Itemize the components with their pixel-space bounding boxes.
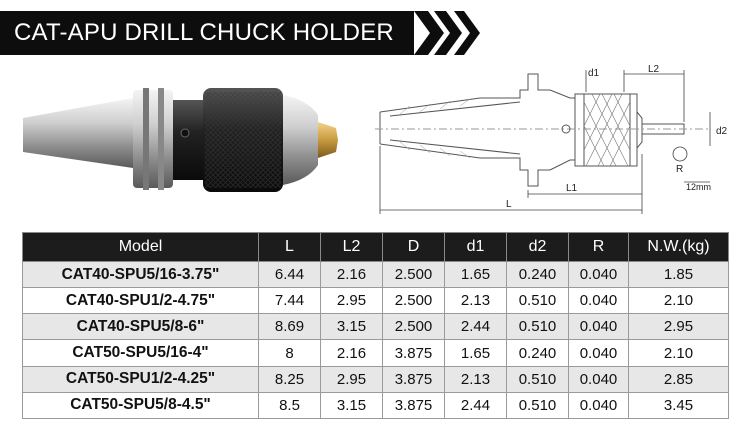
dim-label-12mm: 12mm [686, 182, 711, 192]
cell-l: 6.44 [258, 260, 321, 289]
cell-d2: 0.240 [506, 339, 569, 367]
cell-d2: 0.240 [506, 260, 569, 289]
cell-d2: 0.510 [506, 391, 569, 420]
table-row: CAT40-SPU5/8-6" 8.69 3.15 2.500 2.44 0.5… [22, 313, 729, 341]
cell-r: 0.040 [568, 287, 629, 315]
cell-d2: 0.510 [506, 313, 569, 341]
table-row: CAT50-SPU5/8-4.5" 8.5 3.15 3.875 2.44 0.… [22, 391, 729, 420]
cell-d1: 1.65 [444, 260, 507, 289]
cell-weight: 2.85 [628, 365, 729, 393]
banner-title: CAT-APU DRILL CHUCK HOLDER [0, 11, 414, 55]
cell-d: 2.500 [382, 260, 445, 289]
cell-d1: 2.13 [444, 287, 507, 315]
cell-l2: 2.16 [320, 260, 383, 289]
col-header-d1: d1 [444, 232, 507, 262]
cell-l: 8.69 [258, 313, 321, 341]
cell-r: 0.040 [568, 313, 629, 341]
col-header-l2: L2 [320, 232, 383, 262]
cell-d: 3.875 [382, 339, 445, 367]
cell-weight: 2.10 [628, 339, 729, 367]
dim-label-d2: d2 [716, 126, 728, 137]
table-header-row: Model L L2 D d1 d2 R N.W.(kg) [22, 232, 729, 262]
cell-d1: 1.65 [444, 339, 507, 367]
cell-l: 8.25 [258, 365, 321, 393]
cell-l2: 3.15 [320, 391, 383, 420]
cell-r: 0.040 [568, 391, 629, 420]
cell-l2: 3.15 [320, 313, 383, 341]
col-header-weight: N.W.(kg) [628, 232, 729, 262]
table-row: CAT50-SPU1/2-4.25" 8.25 2.95 3.875 2.13 … [22, 365, 729, 393]
cell-l: 8 [258, 339, 321, 367]
cell-weight: 1.85 [628, 260, 729, 289]
col-header-d: D [382, 232, 445, 262]
dim-label-d1: d1 [588, 68, 600, 79]
col-header-r: R [568, 232, 629, 262]
cell-model: CAT50-SPU5/16-4" [22, 339, 259, 367]
cell-d: 3.875 [382, 391, 445, 420]
cell-l2: 2.95 [320, 287, 383, 315]
cell-d1: 2.44 [444, 391, 507, 420]
technical-drawing: d1 L2 d2 R L1 L 12mm [375, 64, 728, 214]
cell-r: 0.040 [568, 365, 629, 393]
dim-label-l1: L1 [566, 183, 578, 194]
cell-l: 8.5 [258, 391, 321, 420]
cell-weight: 3.45 [628, 391, 729, 420]
cell-model: CAT50-SPU5/8-4.5" [22, 391, 259, 420]
cell-r: 0.040 [568, 260, 629, 289]
col-header-d2: d2 [506, 232, 569, 262]
table-row: CAT40-SPU5/16-3.75" 6.44 2.16 2.500 1.65… [22, 260, 729, 289]
cell-model: CAT40-SPU1/2-4.75" [22, 287, 259, 315]
table-row: CAT50-SPU5/16-4" 8 2.16 3.875 1.65 0.240… [22, 339, 729, 367]
cell-l2: 2.16 [320, 339, 383, 367]
cell-weight: 2.10 [628, 287, 729, 315]
cell-d: 3.875 [382, 365, 445, 393]
cell-d2: 0.510 [506, 287, 569, 315]
cell-model: CAT40-SPU5/8-6" [22, 313, 259, 341]
cell-d: 2.500 [382, 313, 445, 341]
dim-label-l: L [506, 199, 512, 210]
cell-weight: 2.95 [628, 313, 729, 341]
cell-d1: 2.44 [444, 313, 507, 341]
cell-d1: 2.13 [444, 365, 507, 393]
cell-r: 0.040 [568, 339, 629, 367]
col-header-l: L [258, 232, 321, 262]
cell-l: 7.44 [258, 287, 321, 315]
spec-table: Model L L2 D d1 d2 R N.W.(kg) CAT40-SPU5… [22, 232, 729, 420]
cell-model: CAT50-SPU1/2-4.25" [22, 365, 259, 393]
cell-model: CAT40-SPU5/16-3.75" [22, 260, 259, 289]
dim-label-r: R [676, 164, 683, 175]
cell-d2: 0.510 [506, 365, 569, 393]
chevron-arrows-icon [414, 11, 480, 55]
cell-d: 2.500 [382, 287, 445, 315]
cell-l2: 2.95 [320, 365, 383, 393]
table-row: CAT40-SPU1/2-4.75" 7.44 2.95 2.500 2.13 … [22, 287, 729, 315]
dim-label-l2: L2 [648, 64, 660, 75]
col-header-model: Model [22, 232, 259, 262]
product-photo [23, 88, 338, 192]
